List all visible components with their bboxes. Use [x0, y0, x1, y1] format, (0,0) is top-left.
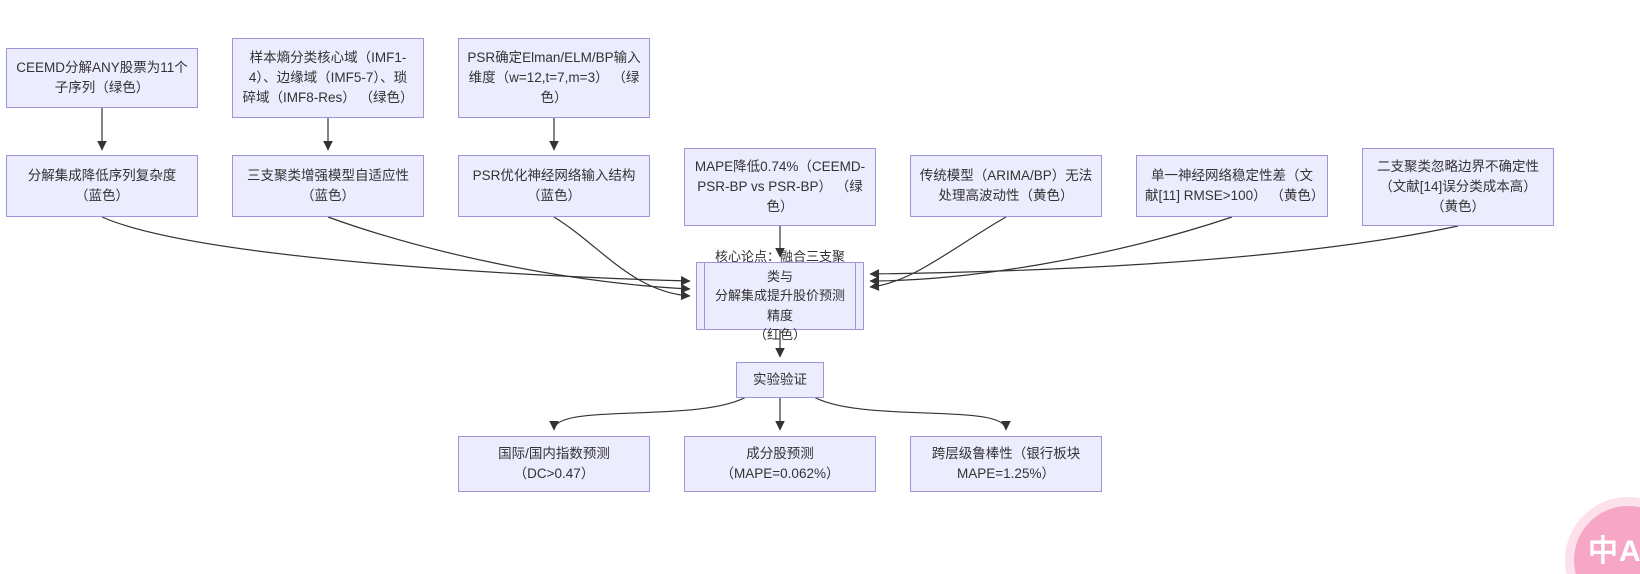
node-decomposition-ensemble: 分解集成降低序列复杂度 （蓝色） — [6, 155, 198, 217]
edge-psropt-to-core — [553, 216, 691, 301]
node-cross-level-robustness: 跨层级鲁棒性（银行板块 MAPE=1.25%） — [910, 436, 1102, 492]
node-ceemd: CEEMD分解ANY股票为11个 子序列（绿色） — [6, 48, 198, 108]
node-constituent-stock-prediction: 成分股预测 （MAPE=0.062%） — [684, 436, 876, 492]
node-traditional-model: 传统模型（ARIMA/BP）无法 处理高波动性（黄色） — [910, 155, 1102, 217]
edge-twoway-to-core — [869, 225, 1459, 279]
edge-threeway-to-core — [327, 216, 691, 294]
node-three-way-clustering: 三支聚类增强模型自适应性 （蓝色） — [232, 155, 424, 217]
node-two-way-clustering: 二支聚类忽略边界不确定性 （文献[14]误分类成本高） （黄色） — [1362, 148, 1554, 226]
node-experiment-validation: 实验验证 — [736, 362, 824, 398]
translate-button-label: 中A — [1588, 535, 1640, 568]
node-core-thesis: 核心论点：融合三支聚类与 分解集成提升股价预测精度 （红色） — [696, 249, 864, 342]
edge-traditional-to-core — [869, 216, 1007, 291]
edge-exp-to-indexpred — [549, 395, 749, 431]
node-sample-entropy: 样本熵分类核心域（IMF1- 4）、边缘域（IMF5-7）、琐 碎域（IMF8-… — [232, 38, 424, 118]
node-index-prediction: 国际/国内指数预测 （DC>0.47） — [458, 436, 650, 492]
node-psr-optimization: PSR优化神经网络输入结构 （蓝色） — [458, 155, 650, 217]
node-mape-reduction: MAPE降低0.74%（CEEMD- PSR-BP vs PSR-BP） （绿 … — [684, 148, 876, 226]
edge-decomp-to-core — [101, 216, 691, 286]
edge-singlenn-to-core — [869, 216, 1233, 286]
node-psr-dimension: PSR确定Elman/ELM/BP输入 维度（w=12,t=7,m=3） （绿 … — [458, 38, 650, 118]
translate-button[interactable]: 中A — [1574, 506, 1640, 574]
node-single-neural-network: 单一神经网络稳定性差（文 献[11] RMSE>100） （黄色） — [1136, 155, 1328, 217]
edge-exp-to-robust — [811, 395, 1011, 431]
